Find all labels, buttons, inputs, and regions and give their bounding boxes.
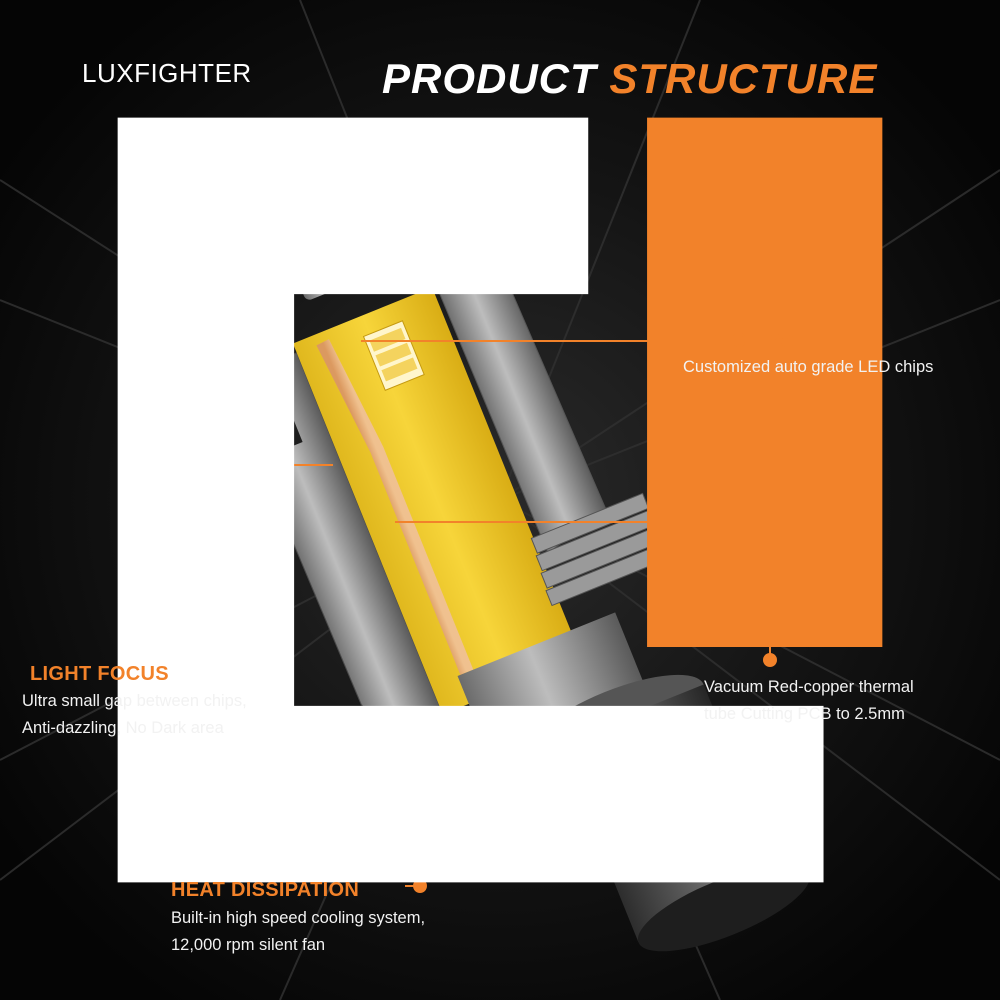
page-title: PRODUCT STRUCTURE [382, 55, 877, 103]
light-focus-description-line2: Anti-dazzling, No Dark area [22, 719, 224, 737]
heat-dissipation-heading: HEAT DISSIPATION [171, 879, 360, 901]
title-word-product: PRODUCT [382, 55, 597, 102]
heat-dissipation-description-line2: 12,000 rpm silent fan [171, 936, 326, 954]
led-chips-heading: LED CHIPS [685, 330, 795, 352]
heat-dissipation-dot [413, 879, 427, 893]
brand-name: LUXFIGHTER [82, 58, 252, 88]
vacuum-description-line2: tube Cutting PCB to 2.5mm [704, 705, 905, 723]
light-focus-heading: LIGHT FOCUS [30, 663, 169, 685]
vacuum-dot [763, 653, 777, 667]
vacuum-description-line1: Vacuum Red-copper thermal [704, 678, 914, 696]
title-word-structure: STRUCTURE [609, 55, 878, 102]
led-chips-description: Customized auto grade LED chips [683, 358, 934, 376]
heat-dissipation-description-line1: Built-in high speed cooling system, [171, 909, 426, 927]
light-focus-description-line1: Ultra small gap between chips, [22, 692, 247, 710]
